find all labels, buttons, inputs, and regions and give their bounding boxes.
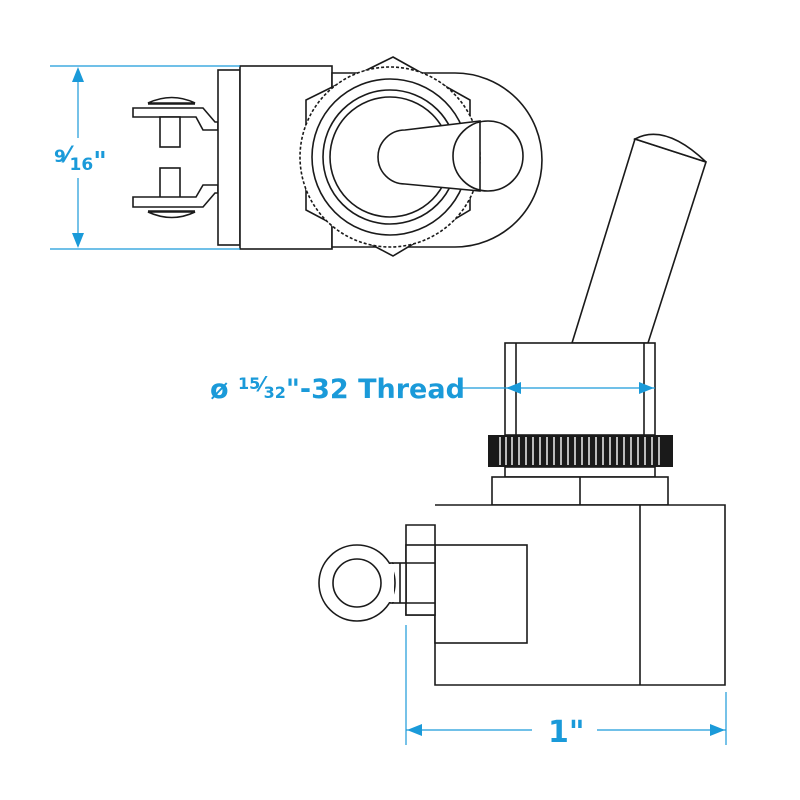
side-view xyxy=(318,133,726,686)
body-window xyxy=(434,544,528,644)
threaded-bushing xyxy=(504,342,656,436)
toggle-lever-tip xyxy=(632,133,707,163)
lever-tip xyxy=(452,120,524,192)
height-label: 9⁄16" xyxy=(54,143,107,177)
dimension-height: 9⁄16" xyxy=(50,65,240,250)
lever-top xyxy=(377,120,481,192)
width-label: 1" xyxy=(548,715,585,750)
dimension-thread: ø 15⁄32"-32 Thread xyxy=(210,372,655,405)
toggle-lever xyxy=(570,137,708,344)
dimension-width: 1" xyxy=(405,625,727,750)
terminal-upper xyxy=(132,96,219,148)
top-view xyxy=(132,56,543,257)
ring-terminal xyxy=(318,544,396,622)
body-side xyxy=(217,69,241,246)
thread-label: ø 15⁄32"-32 Thread xyxy=(210,372,465,405)
terminal-lower xyxy=(132,167,219,219)
